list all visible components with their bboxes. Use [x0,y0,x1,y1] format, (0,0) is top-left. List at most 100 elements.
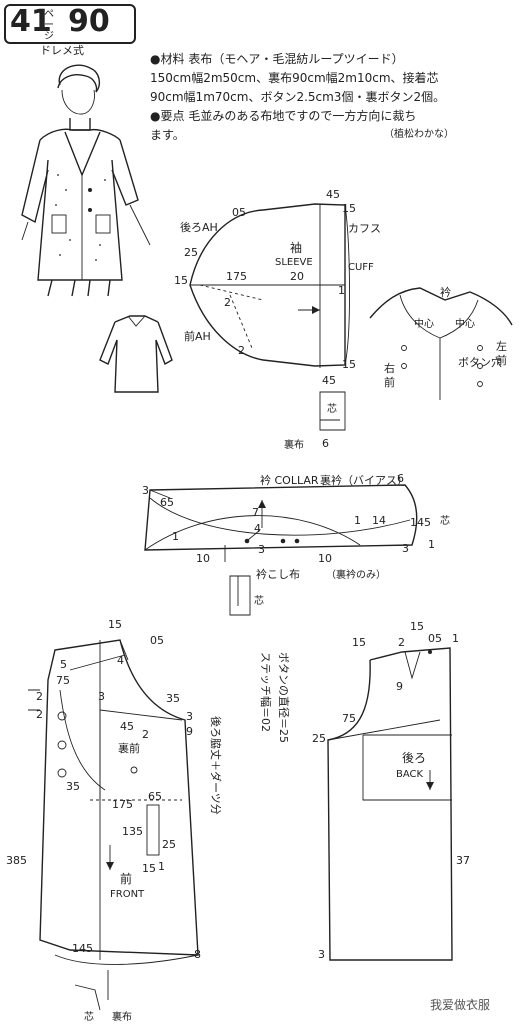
collar-title: 衿 COLLAR [260,473,319,487]
front-shin: 芯 [84,1010,94,1023]
front-385: 385 [6,854,27,867]
front-65: 65 [148,790,162,803]
watermark: 我爱做衣服 [430,998,491,1012]
detail-chuushin-r: 中心 [455,317,475,330]
sleeve-back-ah: 後ろAH [180,220,218,234]
collar-erikoshi: 衿こし布 [256,567,300,581]
back-3: 3 [318,948,325,961]
points-text-2: ます。 [150,128,185,142]
collar-10b: 10 [318,552,332,565]
sleeve-2b: 2 [238,344,245,357]
collar-under-label: 裏衿（バイアス） [320,473,408,487]
model-illustration [21,64,151,297]
model-number: 90 [68,4,110,39]
collar-65: 65 [160,496,174,509]
front-urafu: 裏布 [112,1010,132,1023]
back-title-jp: 後ろ [402,751,426,765]
sleeve-title-en: SLEEVE [275,257,313,268]
detail-hidari: 左 [496,340,507,353]
sleeve-1: 1 [338,284,345,297]
front-25: 25 [162,838,176,851]
collar-4: 4 [254,522,261,535]
collar-3b: 3 [258,543,265,556]
sleeve-25: 25 [184,246,198,259]
back-37: 37 [456,854,470,867]
collar-3c: 3 [402,542,409,555]
material-text-2: 150cm幅2m50cm、裏布90cm幅2m10cm、接着芯 [150,71,439,85]
sleeve-piece [189,203,350,431]
sleeve-2a: 2 [224,296,231,309]
cuff-en: CUFF [348,262,374,273]
front-135: 135 [122,825,143,838]
detail-eri: 衿 [440,285,451,299]
collar-145: 145 [410,516,431,529]
cuff-jp: カフス [348,222,381,235]
sleeve-urafu: 裏布 [284,438,304,451]
sleeve-15c: 15 [342,358,356,371]
front-145: 145 [72,942,93,955]
front-15b: 15 [142,862,156,875]
sleeve-shin: 芯 [327,402,337,415]
collar-1b: 1 [354,514,361,527]
collar-detail [369,287,513,400]
sleeve-front-ah: 前AH [184,329,211,343]
collar-6: 6 [397,472,404,485]
detail-chuushin-l: 中心 [414,317,434,330]
sleeve-05: 05 [232,206,246,219]
front-ura-mae: 裏前 [118,741,140,755]
material-title: ●材料 [150,52,185,66]
back-9: 9 [396,680,403,693]
sleeve-title-jp: 袖 [290,240,302,255]
collar-uraeri-only: （裏衿のみ） [326,568,386,581]
collar-14: 14 [372,514,386,527]
front-2c: 2 [142,728,149,741]
style-label: ドレメ式 [40,44,84,57]
detail-mae-l: 前 [496,353,507,367]
sleeve-15a: 15 [174,274,188,287]
collar-7: 7 [252,506,259,519]
material-text-1: 表布（モヘア・毛混紡ループツイード） [188,52,404,66]
page-number-box: 41 ページ 90 [4,4,136,44]
sleeve-175: 175 [226,270,247,283]
material-text-3: 90cm幅1m70cm、ボタン2.5cm3個・裏ボタン2個。 [150,90,446,104]
collar-10a: 10 [196,552,210,565]
back-button-note-2: ステッチ幅＝02 [259,652,272,732]
collar-piece [144,484,418,616]
front-side-note: 後ろ脇丈＋ダーツ分 [209,716,223,815]
back-button-note-1: ボタンの直径＝25 [277,652,291,743]
sleeve-45a: 45 [326,188,340,201]
author: （植松わかな） [384,129,454,140]
front-35: 35 [166,692,180,705]
detail-mae-r: 前 [384,375,395,389]
front-title-en: FRONT [110,889,145,900]
front-3: 3 [98,690,105,703]
points-title: ●要点 [150,109,185,123]
sleeve-15b: 15 [342,202,356,215]
collar-3a: 3 [142,484,149,497]
points-text-1: 毛並みのある布地ですので一方方向に裁ち [188,109,417,123]
back-view-sketch [99,315,173,393]
detail-botan-ana: ボタン穴 [458,355,502,369]
front-15: 15 [108,618,122,631]
front-9: 9 [186,725,193,738]
front-75: 75 [56,674,70,687]
back-25: 25 [312,732,326,745]
front-35b: 35 [66,780,80,793]
back-05: 05 [428,632,442,645]
front-4: 4 [117,654,124,667]
collar-shin2: 芯 [254,594,264,607]
front-3b: 3 [186,710,193,723]
front-title-jp: 前 [120,871,132,886]
front-1: 1 [158,860,165,873]
page-label: ページ [44,9,54,42]
back-75: 75 [342,712,356,725]
sleeve-45b: 45 [322,374,336,387]
front-8: 8 [194,948,201,961]
page-number: 41 [10,4,52,39]
front-2b: 2 [36,708,43,721]
coat-dots [55,174,106,261]
back-15b: 15 [410,620,424,633]
front-175: 175 [112,798,133,811]
